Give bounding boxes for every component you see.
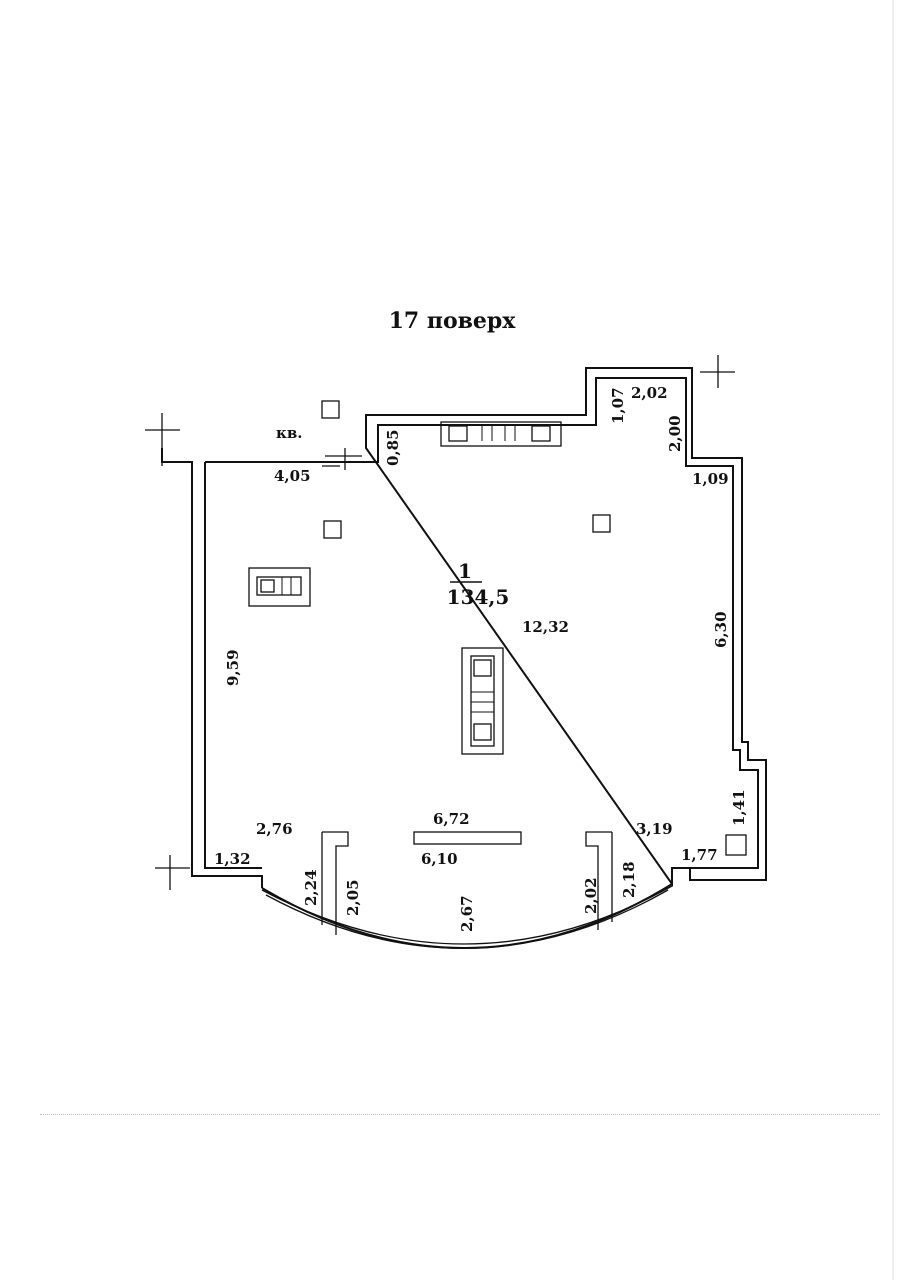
bay-window-mid (265, 889, 669, 949)
axis-marker-top-left (145, 413, 180, 466)
dim-3-19: 3,19 (636, 820, 673, 838)
scan-artifact-line (40, 1114, 880, 1116)
shaft-center (461, 647, 504, 755)
dim-2-24: 2,24 (302, 869, 320, 906)
dim-1-09: 1,09 (692, 470, 729, 488)
room-number: 1 (458, 559, 472, 583)
dim-2-18: 2,18 (620, 861, 638, 898)
dim-2-00: 2,00 (666, 415, 684, 452)
column-outside (321, 400, 340, 419)
column-right (592, 514, 611, 533)
dim-4-05: 4,05 (274, 467, 311, 485)
dim-6-72: 6,72 (433, 810, 470, 828)
dim-0-85: 0,85 (384, 429, 402, 466)
column-left (323, 520, 342, 539)
dim-1-32: 1,32 (214, 850, 251, 868)
dim-9-59: 9,59 (224, 649, 242, 686)
dim-1-77: 1,77 (681, 846, 718, 864)
axis-marker-mid-top (325, 448, 362, 470)
dim-1-07: 1,07 (609, 387, 627, 424)
axis-marker-top-right (700, 355, 735, 388)
dim-6-30: 6,30 (712, 611, 730, 648)
dim-6-10: 6,10 (421, 850, 458, 868)
inner-wall (204, 377, 759, 869)
dim-2-02-bottom: 2,02 (582, 877, 600, 914)
dim-2-05: 2,05 (344, 879, 362, 916)
axis-marker-bottom-left (155, 855, 190, 890)
dim-2-76: 2,76 (256, 820, 293, 838)
column-bottom-right (725, 834, 747, 856)
dim-1-41: 1,41 (730, 789, 748, 826)
shaft-left (248, 567, 311, 607)
dim-2-02-top: 2,02 (631, 384, 668, 402)
partition-bar (413, 831, 522, 845)
apartment-label: кв. (276, 424, 302, 442)
shaft-top (440, 421, 562, 447)
room-area: 134,5 (447, 585, 510, 609)
dim-2-67: 2,67 (458, 895, 476, 932)
floor-title: 17 поверх (388, 308, 516, 334)
pilaster-right (585, 831, 613, 930)
bay-window-inner (261, 885, 673, 945)
outer-wall (161, 367, 767, 949)
dim-12-32: 12,32 (522, 618, 569, 636)
pilaster-left (321, 831, 349, 935)
